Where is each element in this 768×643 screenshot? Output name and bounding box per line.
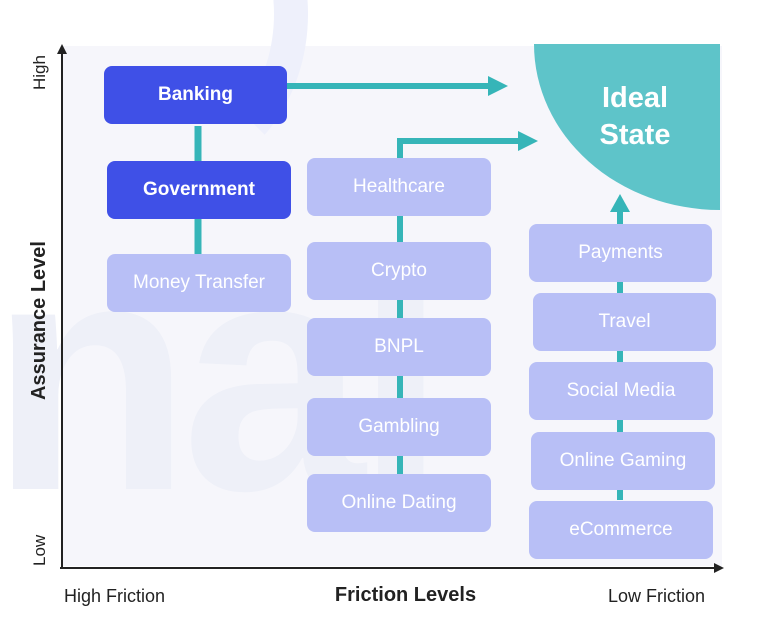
box-gambling: Gambling bbox=[307, 398, 491, 456]
col2-arrow-head bbox=[518, 131, 538, 151]
x-axis-low-label: Low Friction bbox=[608, 586, 706, 606]
col3-arrow-head bbox=[610, 194, 630, 212]
box-payments: Payments bbox=[529, 224, 712, 282]
box-online-gaming: Online Gaming bbox=[531, 432, 715, 490]
box-travel: Travel bbox=[533, 293, 716, 351]
box-banking: Banking bbox=[104, 66, 287, 124]
x-axis-high-label: High Friction bbox=[64, 586, 166, 606]
y-axis-title: Assurance Level bbox=[28, 241, 50, 400]
box-ecommerce: eCommerce bbox=[529, 501, 713, 559]
y-axis-low-label: Low bbox=[30, 534, 49, 566]
ideal-state-line1: Ideal bbox=[601, 82, 669, 114]
box-bnpl: BNPL bbox=[307, 318, 491, 376]
box-money-transfer: Money Transfer bbox=[107, 254, 291, 312]
banking-arrow-head bbox=[488, 76, 508, 96]
box-healthcare: Healthcare bbox=[307, 158, 491, 216]
y-axis-high-label: High bbox=[30, 55, 49, 90]
x-axis-title: Friction Levels bbox=[334, 584, 477, 606]
box-online-dating: Online Dating bbox=[307, 474, 491, 532]
ideal-state-line2: State bbox=[599, 119, 671, 151]
ideal-state-label: Ideal State bbox=[560, 80, 710, 154]
box-crypto: Crypto bbox=[307, 242, 491, 300]
box-government: Government bbox=[107, 161, 291, 219]
box-social-media: Social Media bbox=[529, 362, 713, 420]
